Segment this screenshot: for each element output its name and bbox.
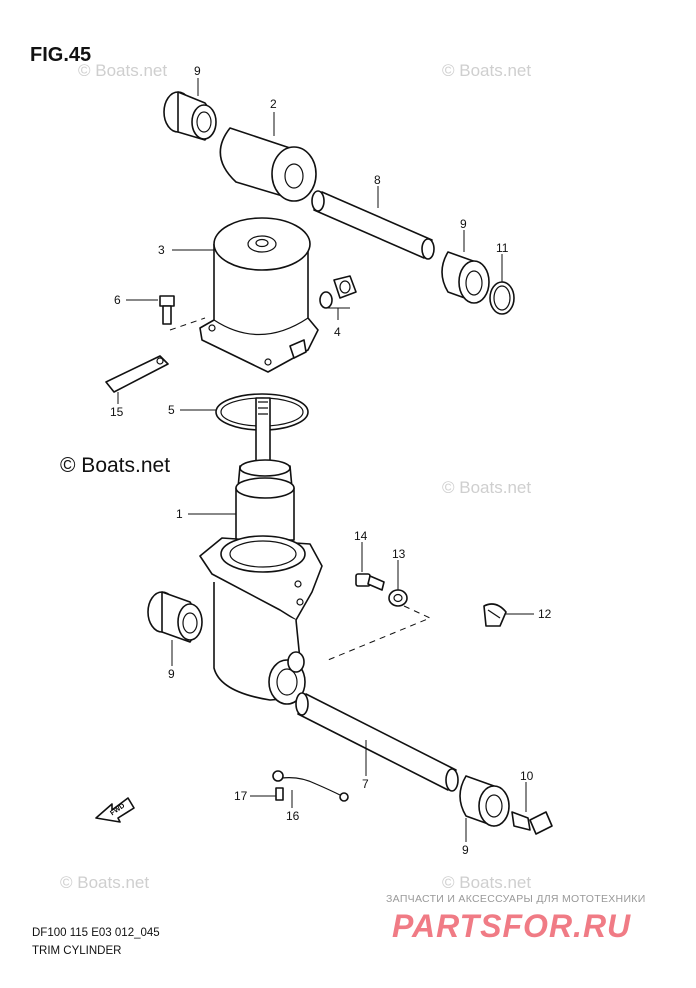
callout-9: 9: [194, 64, 201, 78]
part-14-bolt: [355, 573, 385, 591]
part-16-ground-wire: [272, 770, 349, 802]
part-12-clip: [483, 603, 507, 627]
part-7-pin: [295, 692, 459, 792]
watermark-main: © Boats.net: [60, 454, 171, 477]
callout-12: 12: [538, 607, 552, 621]
part-15-plate: [105, 355, 169, 393]
shop-logo: PARTSFOR.RU: [392, 908, 632, 944]
callout-2: 2: [270, 97, 277, 111]
callout-16: 16: [286, 809, 300, 823]
part-10-bolt: [511, 811, 553, 835]
part-11-circlip: [489, 281, 515, 315]
callout-9: 9: [460, 217, 467, 231]
callout-10: 10: [520, 769, 534, 783]
callout-5: 5: [168, 403, 175, 417]
callout-13: 13: [392, 547, 406, 561]
callout-11: 11: [496, 241, 509, 255]
watermark-faint: © Boats.net: [442, 61, 531, 80]
part-1-trim-cylinder: [199, 397, 323, 705]
callout-9: 9: [462, 843, 469, 857]
callout-4: 4: [334, 325, 341, 339]
callout-7: 7: [362, 777, 369, 791]
section-title: TRIM CYLINDER: [32, 945, 122, 957]
part-9-bushing-bottom: [459, 775, 510, 827]
part-17-screw: [275, 787, 284, 801]
part-9-bushing-left: [147, 591, 203, 643]
part-8-pin: [311, 190, 435, 260]
part-13-collar: [388, 589, 408, 607]
watermark-faint: © Boats.net: [60, 873, 149, 892]
part-2-sleeve: [219, 127, 317, 202]
watermark-faint: © Boats.net: [442, 478, 531, 497]
callout-6: 6: [114, 293, 121, 307]
part-3-reservoir: [199, 217, 319, 373]
callout-8: 8: [374, 173, 381, 187]
part-9-bushing-right: [441, 251, 490, 304]
figure-code: DF100 115 E03 012_045: [32, 927, 160, 939]
callout-15: 15: [110, 405, 124, 419]
fwd-arrow-icon: FWD: [95, 797, 135, 823]
callout-1: 1: [176, 507, 183, 521]
part-6-bolt: [159, 295, 175, 325]
shop-tagline: ЗАПЧАСТИ И АКСЕССУАРЫ ДЛЯ МОТОТЕХНИКИ: [386, 893, 646, 905]
callout-17: 17: [234, 789, 248, 803]
callout-14: 14: [354, 529, 368, 543]
part-9-bushing-top: [163, 91, 217, 141]
callout-3: 3: [158, 243, 165, 257]
callout-9: 9: [168, 667, 175, 681]
watermark-faint: © Boats.net: [442, 873, 531, 892]
watermark-faint: © Boats.net: [78, 61, 167, 80]
part-4-nut-washer: [319, 275, 357, 309]
figure-title: FIG.45: [30, 44, 92, 66]
